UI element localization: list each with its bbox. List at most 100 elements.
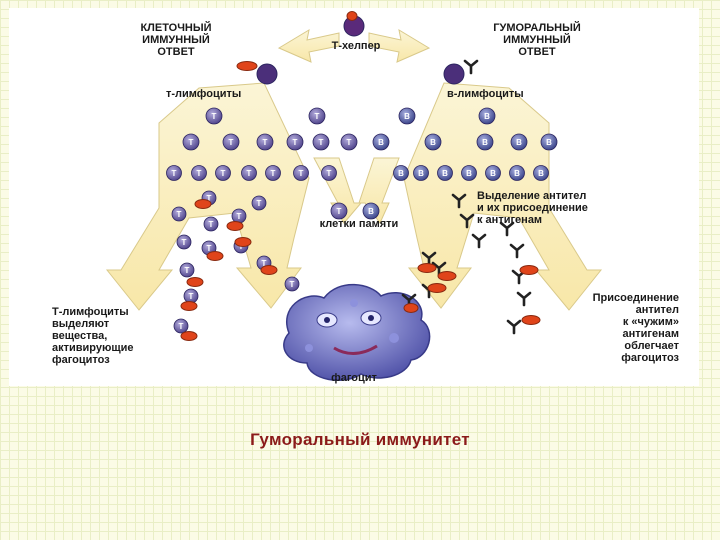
svg-text:Т: Т [207, 244, 212, 253]
b-lymphocyte: В [362, 202, 380, 220]
antibody-glyph [516, 291, 532, 307]
svg-text:Т: Т [185, 266, 190, 275]
antigen-blob [226, 221, 244, 231]
t-lymphocyte: Т [173, 318, 189, 334]
antigen-blob [427, 283, 447, 293]
svg-text:Т: Т [319, 138, 324, 147]
slide-caption: Гуморальный иммунитет [250, 430, 470, 449]
antigen-blob [417, 263, 437, 273]
svg-text:Т: Т [177, 210, 182, 219]
b-lymphocyte: В [510, 133, 528, 151]
antigen-blob [260, 265, 278, 275]
svg-text:Т: Т [197, 169, 202, 178]
humoral-response-title: ГУМОРАЛЬНЫЙ ИММУННЫЙ ОТВЕТ [493, 22, 581, 58]
t-lymphocyte: Т [256, 133, 274, 151]
svg-text:В: В [418, 169, 424, 178]
svg-text:Т: Т [293, 138, 298, 147]
t-lymphocyte: Т [222, 133, 240, 151]
antigen-blob [403, 303, 419, 313]
t-lymphocyte: Т [330, 202, 348, 220]
antibody-glyph [459, 213, 475, 229]
antigen-blob [437, 271, 457, 281]
t-lymphocyte: Т [340, 133, 358, 151]
helper-arrow-right [368, 28, 431, 63]
svg-text:В: В [546, 138, 552, 147]
svg-text:Т: Т [179, 322, 184, 331]
t-lymphocyte: Т [171, 206, 187, 222]
svg-text:Т: Т [189, 292, 194, 301]
svg-text:В: В [430, 138, 436, 147]
antigen-blob [194, 199, 212, 209]
antigen-blob [346, 11, 358, 21]
svg-text:В: В [466, 169, 472, 178]
antigen-blob [180, 331, 198, 341]
memory-cells-label: клетки памяти [319, 218, 399, 230]
helper-cell [256, 63, 278, 85]
b-lymphocyte: В [540, 133, 558, 151]
svg-text:Т: Т [207, 194, 212, 203]
svg-text:В: В [482, 138, 488, 147]
t-lymphocyte: Т [251, 195, 267, 211]
antigen-blob [186, 277, 204, 287]
t-helper-label: Т-хелпер [331, 40, 381, 52]
svg-text:Т: Т [212, 112, 217, 121]
svg-text:Т: Т [262, 259, 267, 268]
svg-text:Т: Т [327, 169, 332, 178]
t-lymphocyte: Т [179, 262, 195, 278]
b-lymphocyte: В [437, 165, 453, 181]
svg-text:Т: Т [299, 169, 304, 178]
svg-text:В: В [484, 112, 490, 121]
antigen-blob [236, 61, 258, 71]
t-lymphocyte: Т [308, 107, 326, 125]
svg-text:Т: Т [229, 138, 234, 147]
b-lymphocyte: В [533, 165, 549, 181]
antigen-blob [234, 237, 252, 247]
antibody-glyph [463, 59, 479, 75]
t-lymphocyte: Т [312, 133, 330, 151]
svg-text:Т: Т [182, 238, 187, 247]
svg-text:Т: Т [347, 138, 352, 147]
b-lymphocyte: В [485, 165, 501, 181]
t-lymphocytes-label: т-лимфоциты [166, 88, 242, 100]
b-lymphocyte: В [461, 165, 477, 181]
diagram-canvas: ТТТТТТТТТТТТТТТТТТТТТТТТТТТТВВВВВВВВВВВВ… [105, 11, 603, 382]
b-lymphocyte: В [478, 107, 496, 125]
svg-text:В: В [404, 112, 410, 121]
b-lymphocyte: В [424, 133, 442, 151]
antibody-release-label: Выделение антител и их присоединение к а… [477, 190, 588, 226]
cellular-response-title: КЛЕТОЧНЫЙ ИММУННЫЙ ОТВЕТ [140, 22, 212, 58]
t-lymphocyte: Т [265, 165, 281, 181]
antibody-attach-label: Присоединение антител к «чужим» антигена… [592, 292, 679, 364]
phagocyte-cell [283, 283, 431, 382]
t-lymphocyte: Т [166, 165, 182, 181]
t-lymphocyte: Т [176, 234, 192, 250]
antibody-glyph [471, 233, 487, 249]
b-lymphocyte: В [476, 133, 494, 151]
antigen-blob [180, 301, 198, 311]
b-lymphocytes-label: в-лимфоциты [447, 88, 524, 100]
antibody-glyph [499, 221, 515, 237]
antibody-glyph [509, 243, 525, 259]
antibody-glyph [451, 193, 467, 209]
svg-text:Т: Т [263, 138, 268, 147]
t-lymphocyte: Т [284, 276, 300, 292]
antibody-glyph [506, 319, 522, 335]
svg-text:Т: Т [237, 212, 242, 221]
t-lymphocyte: Т [293, 165, 309, 181]
t-lymphocyte: Т [321, 165, 337, 181]
t-lymphocyte: Т [215, 165, 231, 181]
helper-arrow-left [277, 28, 340, 63]
antigen-blob [521, 315, 541, 325]
immune-response-diagram: ТТТТТТТТТТТТТТТТТТТТТТТТТТТТВВВВВВВВВВВВ… [9, 8, 699, 386]
t-lymphocyte: Т [205, 107, 223, 125]
t-lymphocyte: Т [241, 165, 257, 181]
svg-text:Т: Т [257, 199, 262, 208]
b-lymphocyte: В [372, 133, 390, 151]
t-lymph-secrete-label: Т-лимфоциты выделяют вещества, активирую… [52, 306, 134, 366]
t-lymphocyte: Т [182, 133, 200, 151]
t-lymphocyte: Т [231, 208, 247, 224]
t-lymphocyte: Т [203, 216, 219, 232]
svg-text:В: В [490, 169, 496, 178]
svg-text:Т: Т [221, 169, 226, 178]
t-lymphocyte: Т [286, 133, 304, 151]
